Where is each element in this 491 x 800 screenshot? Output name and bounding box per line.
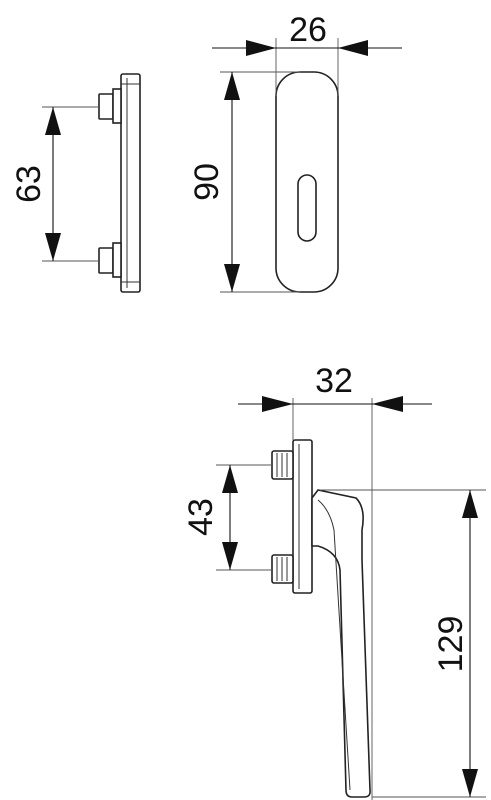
arrow-32-right [372, 396, 403, 412]
dim-label-90: 90 [188, 163, 226, 201]
cylinder-keyhole [297, 174, 317, 242]
handle-lever-edge [317, 499, 351, 791]
arrow-63-top [45, 107, 61, 135]
upper-stud-base [112, 88, 122, 124]
lower-stud [98, 247, 114, 274]
arrow-90-top [224, 72, 240, 100]
dim-label-63: 63 [10, 165, 48, 203]
dim-label-32: 32 [315, 362, 353, 400]
arrow-26-right [338, 40, 368, 56]
dim-label-43: 43 [182, 498, 220, 536]
arrow-32-left [262, 396, 293, 412]
side-plate-body [120, 73, 141, 293]
side-plate-view: 63 [10, 73, 141, 293]
handle-side-view: 32 43 129 [182, 362, 486, 800]
arrow-129-top [462, 490, 478, 518]
arrow-63-bottom [45, 233, 61, 261]
arrow-26-left [246, 40, 276, 56]
arrow-43-top [222, 465, 238, 493]
upper-stud [98, 93, 114, 120]
lower-stud-base [112, 242, 122, 278]
arrow-43-bottom [222, 542, 238, 570]
dim-label-129: 129 [432, 616, 470, 673]
dim-label-26: 26 [289, 11, 327, 49]
arrow-129-bottom [462, 769, 478, 797]
handle-rose-plate [292, 439, 313, 594]
rosette-front-view: 26 90 [188, 11, 402, 293]
arrow-90-bottom [224, 264, 240, 292]
